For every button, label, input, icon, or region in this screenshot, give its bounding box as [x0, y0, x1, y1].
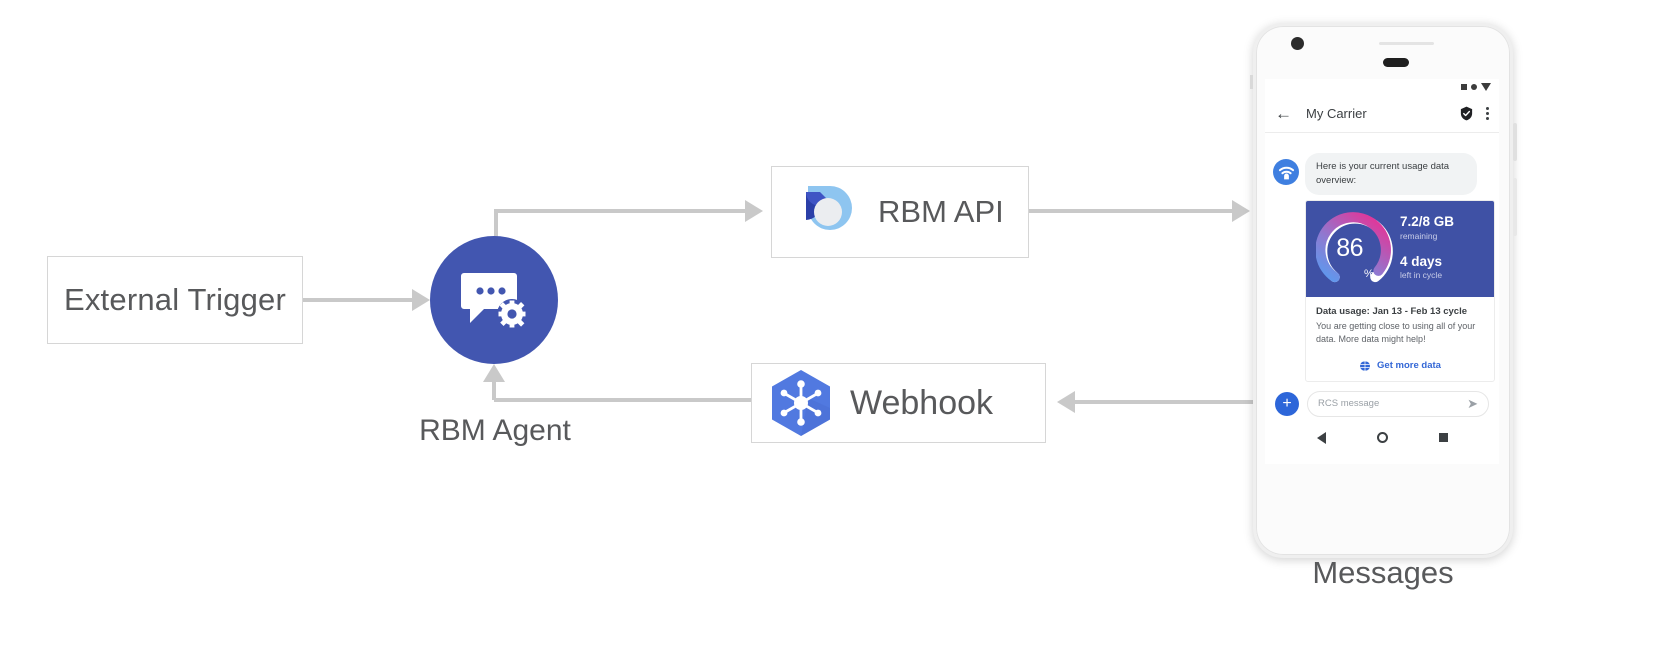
back-triangle-icon[interactable]	[1316, 431, 1326, 444]
plus-icon[interactable]: +	[1275, 391, 1299, 416]
arrowhead-device-to-webhook	[1057, 391, 1075, 413]
send-icon[interactable]: ➤	[1467, 395, 1478, 411]
connector-api-to-device	[1029, 209, 1237, 213]
carrier-wifi-icon	[1273, 159, 1299, 185]
external-trigger-box[interactable]: External Trigger	[47, 256, 303, 344]
arrowhead-agent-to-api	[745, 200, 763, 222]
rcs-message-input[interactable]: RCS message ➤	[1307, 390, 1489, 417]
overflow-menu-icon[interactable]	[1486, 107, 1489, 120]
data-remaining-value: 7.2/8 GB	[1400, 213, 1455, 229]
arrowhead-trigger-to-agent	[412, 289, 430, 311]
connector-webhook-to-agent-horizontal	[494, 398, 752, 402]
gauge-value-group: 86 %	[1316, 210, 1394, 288]
rbm-logo-icon	[800, 186, 852, 230]
app-bar: ← My Carrier	[1265, 95, 1499, 133]
message-composer: + RCS message ➤	[1265, 382, 1499, 426]
arrowhead-api-to-device	[1232, 200, 1250, 222]
data-remaining-caption: remaining	[1400, 230, 1438, 241]
dot-icon	[1471, 84, 1477, 90]
connector-trigger-to-agent	[303, 298, 413, 302]
connector-webhook-to-agent-vertical	[492, 382, 496, 400]
phone-volume-button[interactable]	[1513, 178, 1517, 236]
rich-card-body: Data usage: Jan 13 - Feb 13 cycle You ar…	[1306, 297, 1494, 351]
rich-card-description: You are getting close to using all of yo…	[1316, 320, 1476, 345]
rbm-api-box[interactable]: RBM API	[771, 166, 1029, 258]
phone-screen: ← My Carrier	[1265, 79, 1499, 464]
globe-icon	[1359, 360, 1372, 371]
get-more-data-button[interactable]: Get more data	[1306, 351, 1494, 381]
external-trigger-label: External Trigger	[63, 282, 287, 317]
home-circle-icon[interactable]	[1376, 432, 1388, 444]
verified-shield-icon	[1460, 106, 1473, 121]
phone-power-button[interactable]	[1513, 123, 1517, 161]
days-left-value: 4 days	[1400, 253, 1443, 269]
connector-agent-to-api-vertical	[494, 211, 498, 251]
app-bar-actions	[1459, 106, 1489, 121]
gauge-value: 86	[1336, 234, 1364, 263]
rbm-api-label: RBM API	[878, 194, 1004, 229]
stat-block-data: 7.2/8 GB remaining	[1400, 213, 1455, 243]
conversation-area: Here is your current usage data overview…	[1265, 133, 1499, 382]
phone-left-button[interactable]	[1250, 75, 1253, 89]
rich-card-title: Data usage: Jan 13 - Feb 13 cycle	[1316, 305, 1468, 317]
rich-card-hero: 86 % 7.2/8 GB remaining 4 days lef	[1306, 200, 1494, 297]
conversation-title: My Carrier	[1306, 106, 1367, 121]
days-left-caption: left in cycle	[1400, 270, 1443, 281]
front-camera-icon	[1291, 37, 1304, 50]
sensor-strip	[1379, 42, 1434, 45]
back-arrow-icon[interactable]: ←	[1275, 104, 1292, 123]
webhook-box[interactable]: Webhook	[751, 363, 1046, 443]
arrowhead-webhook-to-agent	[483, 364, 505, 382]
battery-triangle-icon	[1481, 83, 1491, 91]
gauge-percent-symbol: %	[1364, 267, 1374, 280]
message-bubble-text: Here is your current usage data overview…	[1305, 153, 1477, 195]
get-more-data-label: Get more data	[1377, 360, 1441, 372]
earpiece-speaker	[1383, 58, 1409, 67]
connector-agent-to-api-horizontal	[494, 209, 746, 213]
incoming-message-row: Here is your current usage data overview…	[1273, 153, 1491, 195]
android-nav-bar	[1265, 426, 1499, 454]
rbm-agent-label: RBM Agent	[419, 414, 571, 447]
status-bar	[1265, 79, 1499, 95]
connector-device-to-webhook	[1075, 400, 1255, 404]
stat-block-cycle: 4 days left in cycle	[1400, 253, 1454, 283]
webhook-label: Webhook	[850, 383, 994, 422]
usage-gauge: 86 %	[1315, 210, 1394, 288]
hero-stats: 7.2/8 GB remaining 4 days left in cycle	[1400, 213, 1455, 283]
signal-square-icon	[1461, 84, 1467, 90]
webhook-hexagon-icon	[772, 370, 830, 436]
messages-caption: Messages	[1312, 555, 1454, 590]
rbm-agent-circle	[430, 236, 558, 364]
rbm-agent-node[interactable]	[430, 236, 558, 364]
chat-gear-icon	[461, 273, 527, 329]
messages-device: ← My Carrier	[1250, 23, 1517, 558]
recents-square-icon[interactable]	[1438, 433, 1448, 443]
rcs-input-placeholder: RCS message	[1318, 398, 1380, 410]
rich-card[interactable]: 86 % 7.2/8 GB remaining 4 days lef	[1305, 199, 1495, 382]
